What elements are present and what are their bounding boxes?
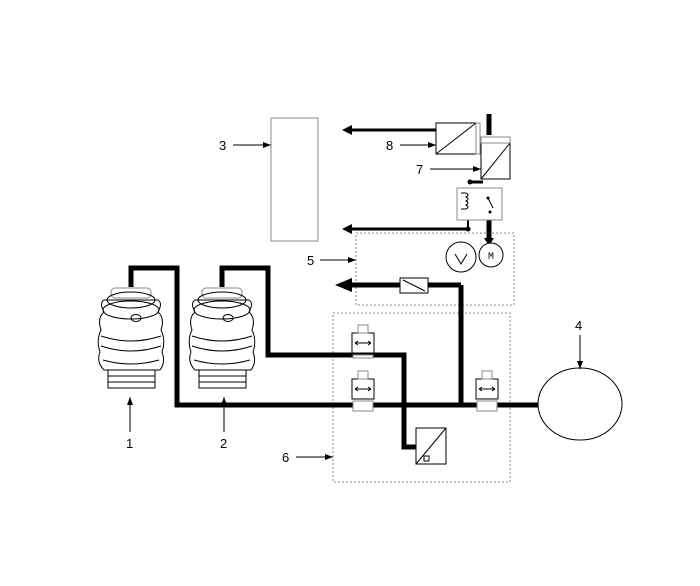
pressure-sensor <box>435 122 481 155</box>
control-unit-box <box>270 117 319 242</box>
air-spring-1 <box>97 287 165 389</box>
solenoid-valve-2 <box>351 370 375 412</box>
air-spring-2 <box>188 287 256 389</box>
callout-7: 7 <box>416 162 423 177</box>
pressure-reservoir <box>537 367 623 441</box>
compressor-unit-outline <box>355 232 515 306</box>
compressor <box>445 241 477 273</box>
compressor-relay <box>456 187 503 221</box>
callout-3: 3 <box>219 138 226 153</box>
callout-6: 6 <box>282 450 289 465</box>
air-dryer <box>399 277 429 294</box>
callout-4: 4 <box>575 318 582 333</box>
callout-5: 5 <box>307 253 314 268</box>
callout-leaders <box>127 142 583 460</box>
solenoid-valve-3 <box>475 370 499 412</box>
exhaust-arrowhead <box>335 278 352 292</box>
temperature-sensor <box>480 136 511 180</box>
block-pressure-sensor <box>415 427 447 465</box>
callout-2: 2 <box>220 436 227 451</box>
solenoid-valve-1 <box>351 324 375 359</box>
motor-label: M <box>488 252 494 262</box>
callout-8: 8 <box>386 138 393 153</box>
callout-1: 1 <box>126 436 133 451</box>
valve-block-outline <box>332 312 511 483</box>
motor: M <box>478 242 504 268</box>
